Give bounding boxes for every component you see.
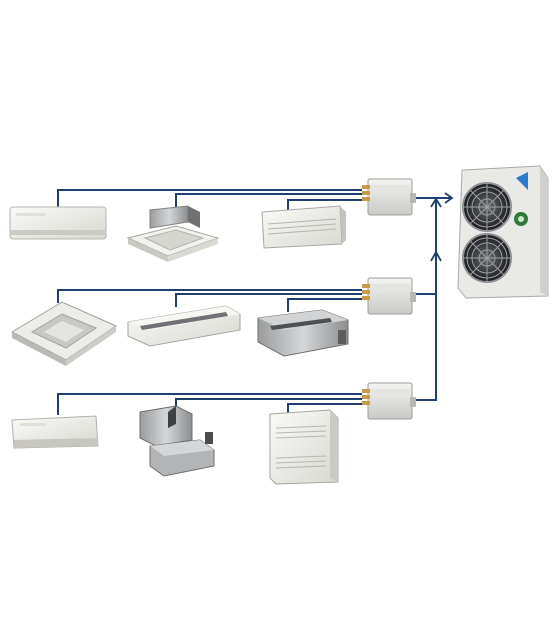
wall-mounted-unit-icon: [11, 415, 99, 449]
pipe-row3-unit1: [57, 393, 362, 415]
compact-cassette-icon: [126, 205, 220, 262]
pipe-row2-unit3: [287, 298, 362, 312]
pipe-row1-unit2: [175, 193, 362, 207]
floor-ceiling-unit-icon: [261, 205, 346, 249]
pipe-row1-unit3: [287, 199, 362, 210]
arrow-icon: [430, 197, 442, 208]
arrow-icon: [444, 192, 454, 204]
refrigerant-piping: [57, 189, 452, 415]
round-flow-cassette-icon: [10, 301, 118, 366]
flow-arrows: [430, 192, 454, 262]
slim-ducted-unit-icon: [257, 309, 349, 357]
pipe-row3-unit3: [287, 403, 362, 413]
outdoor-condenser-icon: [457, 165, 549, 299]
pipe-row2-unit1: [57, 289, 362, 303]
ducted-unit-icon: [139, 405, 215, 477]
wall-mounted-unit-icon: [9, 206, 107, 240]
floor-standing-unit-icon: [269, 409, 339, 485]
branch-box-icon: [362, 178, 416, 216]
pipe-branch3-outdoor: [412, 294, 437, 401]
branch-box-icon: [362, 277, 416, 315]
arrow-icon: [430, 250, 442, 262]
ceiling-suspended-unit-icon: [127, 305, 241, 347]
pipe-row1-unit1: [57, 189, 362, 207]
brand-logo-icon: [516, 172, 528, 190]
pipe-row2-unit2: [175, 293, 362, 307]
branch-box-icon: [362, 382, 416, 420]
